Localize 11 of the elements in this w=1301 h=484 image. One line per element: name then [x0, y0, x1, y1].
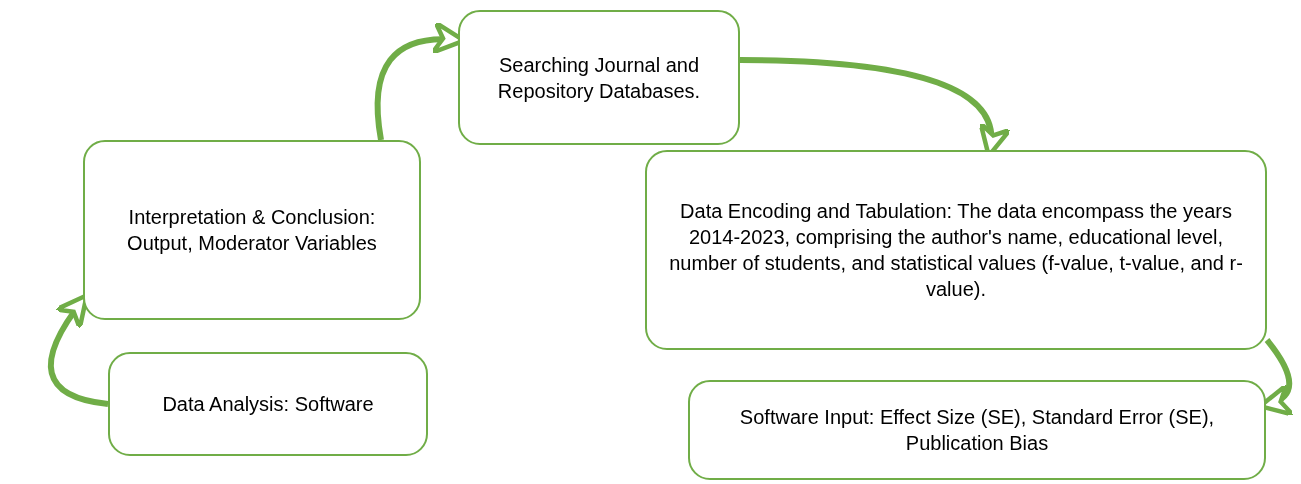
box-text: Software Input: Effect Size (SE), Standard Error (SE), Publication Bias — [738, 405, 1216, 456]
process-box — [458, 10, 740, 145]
process-box — [645, 150, 1267, 350]
box-text: Data Encoding and Tabulation: The data encompass the years 2014-2023, comprising the author's name, educational level, number of students, and statistical values (f-value, t-value, and r-value). — [668, 199, 1244, 302]
process-box — [83, 140, 421, 320]
box-text: Searching Journal and Repository Databases. — [496, 52, 702, 104]
curved-arrow — [47, 292, 109, 407]
box-text: Data Analysis: Software — [162, 392, 374, 417]
process-box — [688, 380, 1266, 480]
process-box — [108, 352, 428, 456]
box-text: Interpretation & Conclusion: Output, Moderator Variables — [126, 205, 378, 256]
